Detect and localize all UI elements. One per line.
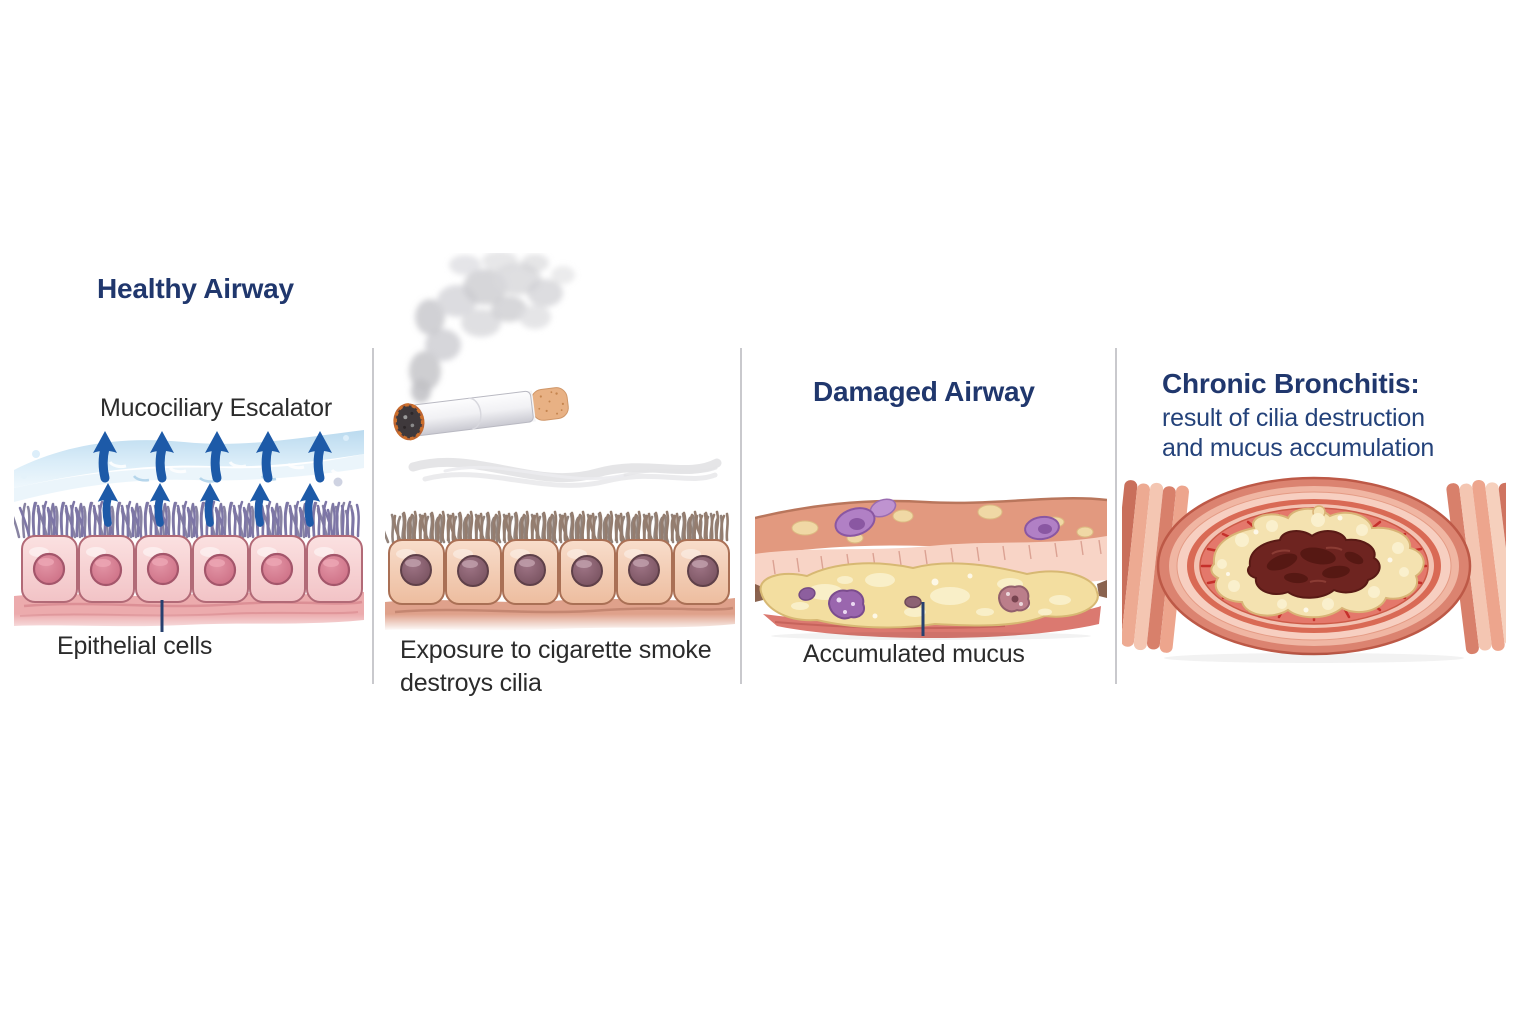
accumulated-mucus xyxy=(759,562,1099,629)
cigarette-smoke-illustration xyxy=(385,253,735,631)
inflammatory-cells xyxy=(834,498,1060,541)
mucus-debris-cells xyxy=(798,585,1030,620)
panel-divider xyxy=(740,348,742,684)
epithelial-cells-label: Epithelial cells xyxy=(57,632,213,660)
chronic-bronchitis-illustration xyxy=(1122,476,1506,663)
chronic-bronchitis-title: Chronic Bronchitis: xyxy=(1162,368,1420,399)
smoke-exposure-caption: Exposure to cigarette smoke destroys cil… xyxy=(400,634,712,700)
epithelial-cells-healthy xyxy=(21,535,363,603)
panel-healthy-airway: Healthy Airway Mucociliary Escalator xyxy=(0,0,372,1024)
cilia-damaged xyxy=(385,510,730,544)
chronic-bronchitis-subtitle-line2: and mucus accumulation xyxy=(1162,434,1435,462)
panel-damaged-airway: Damaged Airway xyxy=(741,0,1115,1024)
mucociliary-escalator-label: Mucociliary Escalator xyxy=(100,394,332,422)
smoke-wisp xyxy=(408,457,722,488)
panel-divider xyxy=(372,348,374,684)
smoke-plume xyxy=(409,253,575,403)
cigarette-icon xyxy=(393,387,569,441)
cell-nuclei xyxy=(400,554,719,587)
epithelial-cells-damaged xyxy=(385,510,735,631)
smoke-exposure-caption-line1: Exposure to cigarette smoke xyxy=(400,636,712,664)
accumulated-mucus-label: Accumulated mucus xyxy=(803,640,1025,668)
damaged-airway-title: Damaged Airway xyxy=(813,376,1035,407)
healthy-airway-illustration xyxy=(14,424,364,636)
panel-chronic-bronchitis: Chronic Bronchitis: result of cilia dest… xyxy=(1116,0,1536,1024)
panel-divider xyxy=(1115,348,1117,684)
narrowed-lumen xyxy=(1247,530,1381,599)
panel-smoke-exposure: Exposure to cigarette smoke destroys cil… xyxy=(373,0,740,1024)
tissue-break-right xyxy=(1097,580,1107,598)
smoke-exposure-caption-line2: destroys cilia xyxy=(400,669,542,697)
damaged-airway-illustration xyxy=(755,497,1107,640)
chronic-bronchitis-subtitle-line1: result of cilia destruction xyxy=(1162,404,1425,432)
tissue-band-top xyxy=(755,497,1107,556)
healthy-airway-title: Healthy Airway xyxy=(97,273,294,304)
